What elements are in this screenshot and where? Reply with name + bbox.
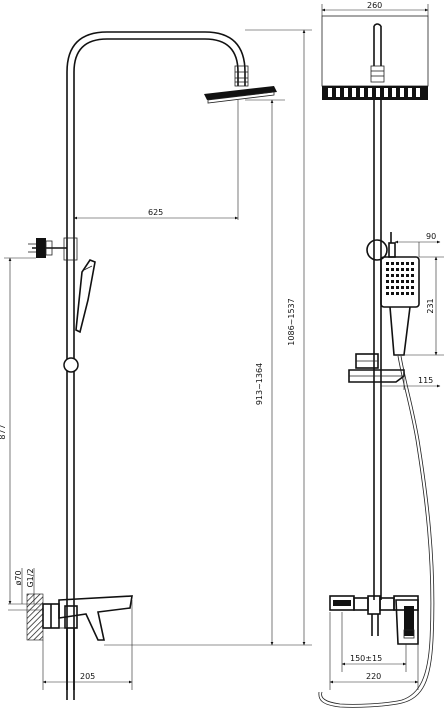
rain-shower-head-front — [321, 15, 429, 100]
swivel-joint — [234, 65, 249, 87]
dim-overhead-range-label: 913~1364 — [255, 363, 264, 405]
dim-holder-projection-label: 115 — [418, 376, 433, 385]
dim-head-width-label: 260 — [367, 1, 382, 10]
riser-wall-bracket — [28, 238, 67, 258]
side-view: 625 913~1364 1086~1537 877 ø70 G1/2 205 — [0, 29, 312, 700]
riser-pipe — [66, 31, 246, 690]
hand-shower-front — [380, 256, 420, 356]
hose — [321, 355, 432, 705]
mixer-side — [42, 595, 133, 641]
dim-hand-shower-offset-label: 90 — [426, 232, 436, 241]
rain-shower-head-side — [204, 86, 277, 100]
dim-mixer-projection-label: 205 — [80, 672, 95, 681]
hand-shower-holder-side — [63, 357, 79, 373]
dim-total-height-label: 1086~1537 — [287, 298, 296, 345]
wall-section — [26, 593, 44, 641]
dim-holder-height-label: 877 — [0, 424, 7, 439]
mixer-front — [329, 595, 419, 645]
dim-arm-reach-label: 625 — [148, 208, 163, 217]
dim-thread-size-label: G1/2 — [26, 568, 35, 587]
dim-wall-pipe-diameter-label: ø70 — [14, 570, 23, 585]
front-view: 260 — [318, 1, 444, 708]
hand-shower-holder-front — [348, 353, 405, 383]
dim-inlet-spacing-label: 150±15 — [350, 654, 382, 663]
hand-shower-side — [75, 259, 96, 334]
dim-hand-shower-length-label: 231 — [426, 298, 435, 313]
dim-mixer-width-label: 220 — [366, 672, 381, 681]
